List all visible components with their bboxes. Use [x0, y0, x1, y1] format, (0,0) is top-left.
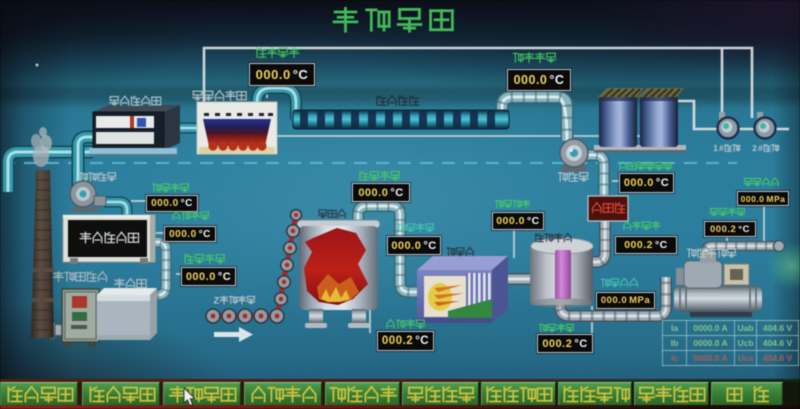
svg-text:#: #	[758, 144, 763, 153]
svg-text:2: 2	[752, 144, 757, 153]
svg-text:1: 1	[713, 144, 718, 153]
svg-text:Z: Z	[214, 295, 220, 305]
svg-text:#: #	[719, 144, 724, 153]
